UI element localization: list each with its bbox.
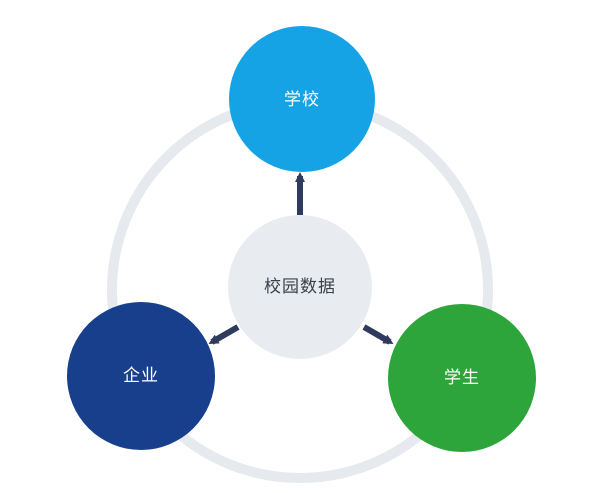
school-node-circle: [229, 26, 375, 172]
company-node-label: 企业: [123, 366, 159, 386]
center-node-label: 校园数据: [264, 277, 336, 297]
arrow-to-company: [208, 324, 240, 345]
school-node-label: 学校: [284, 90, 320, 110]
student-node-label: 学生: [444, 368, 480, 388]
arrow-to-student: [362, 324, 394, 345]
center-node-circle: [228, 215, 372, 359]
company-node-circle: [67, 302, 215, 450]
student-node-circle: [388, 304, 536, 452]
